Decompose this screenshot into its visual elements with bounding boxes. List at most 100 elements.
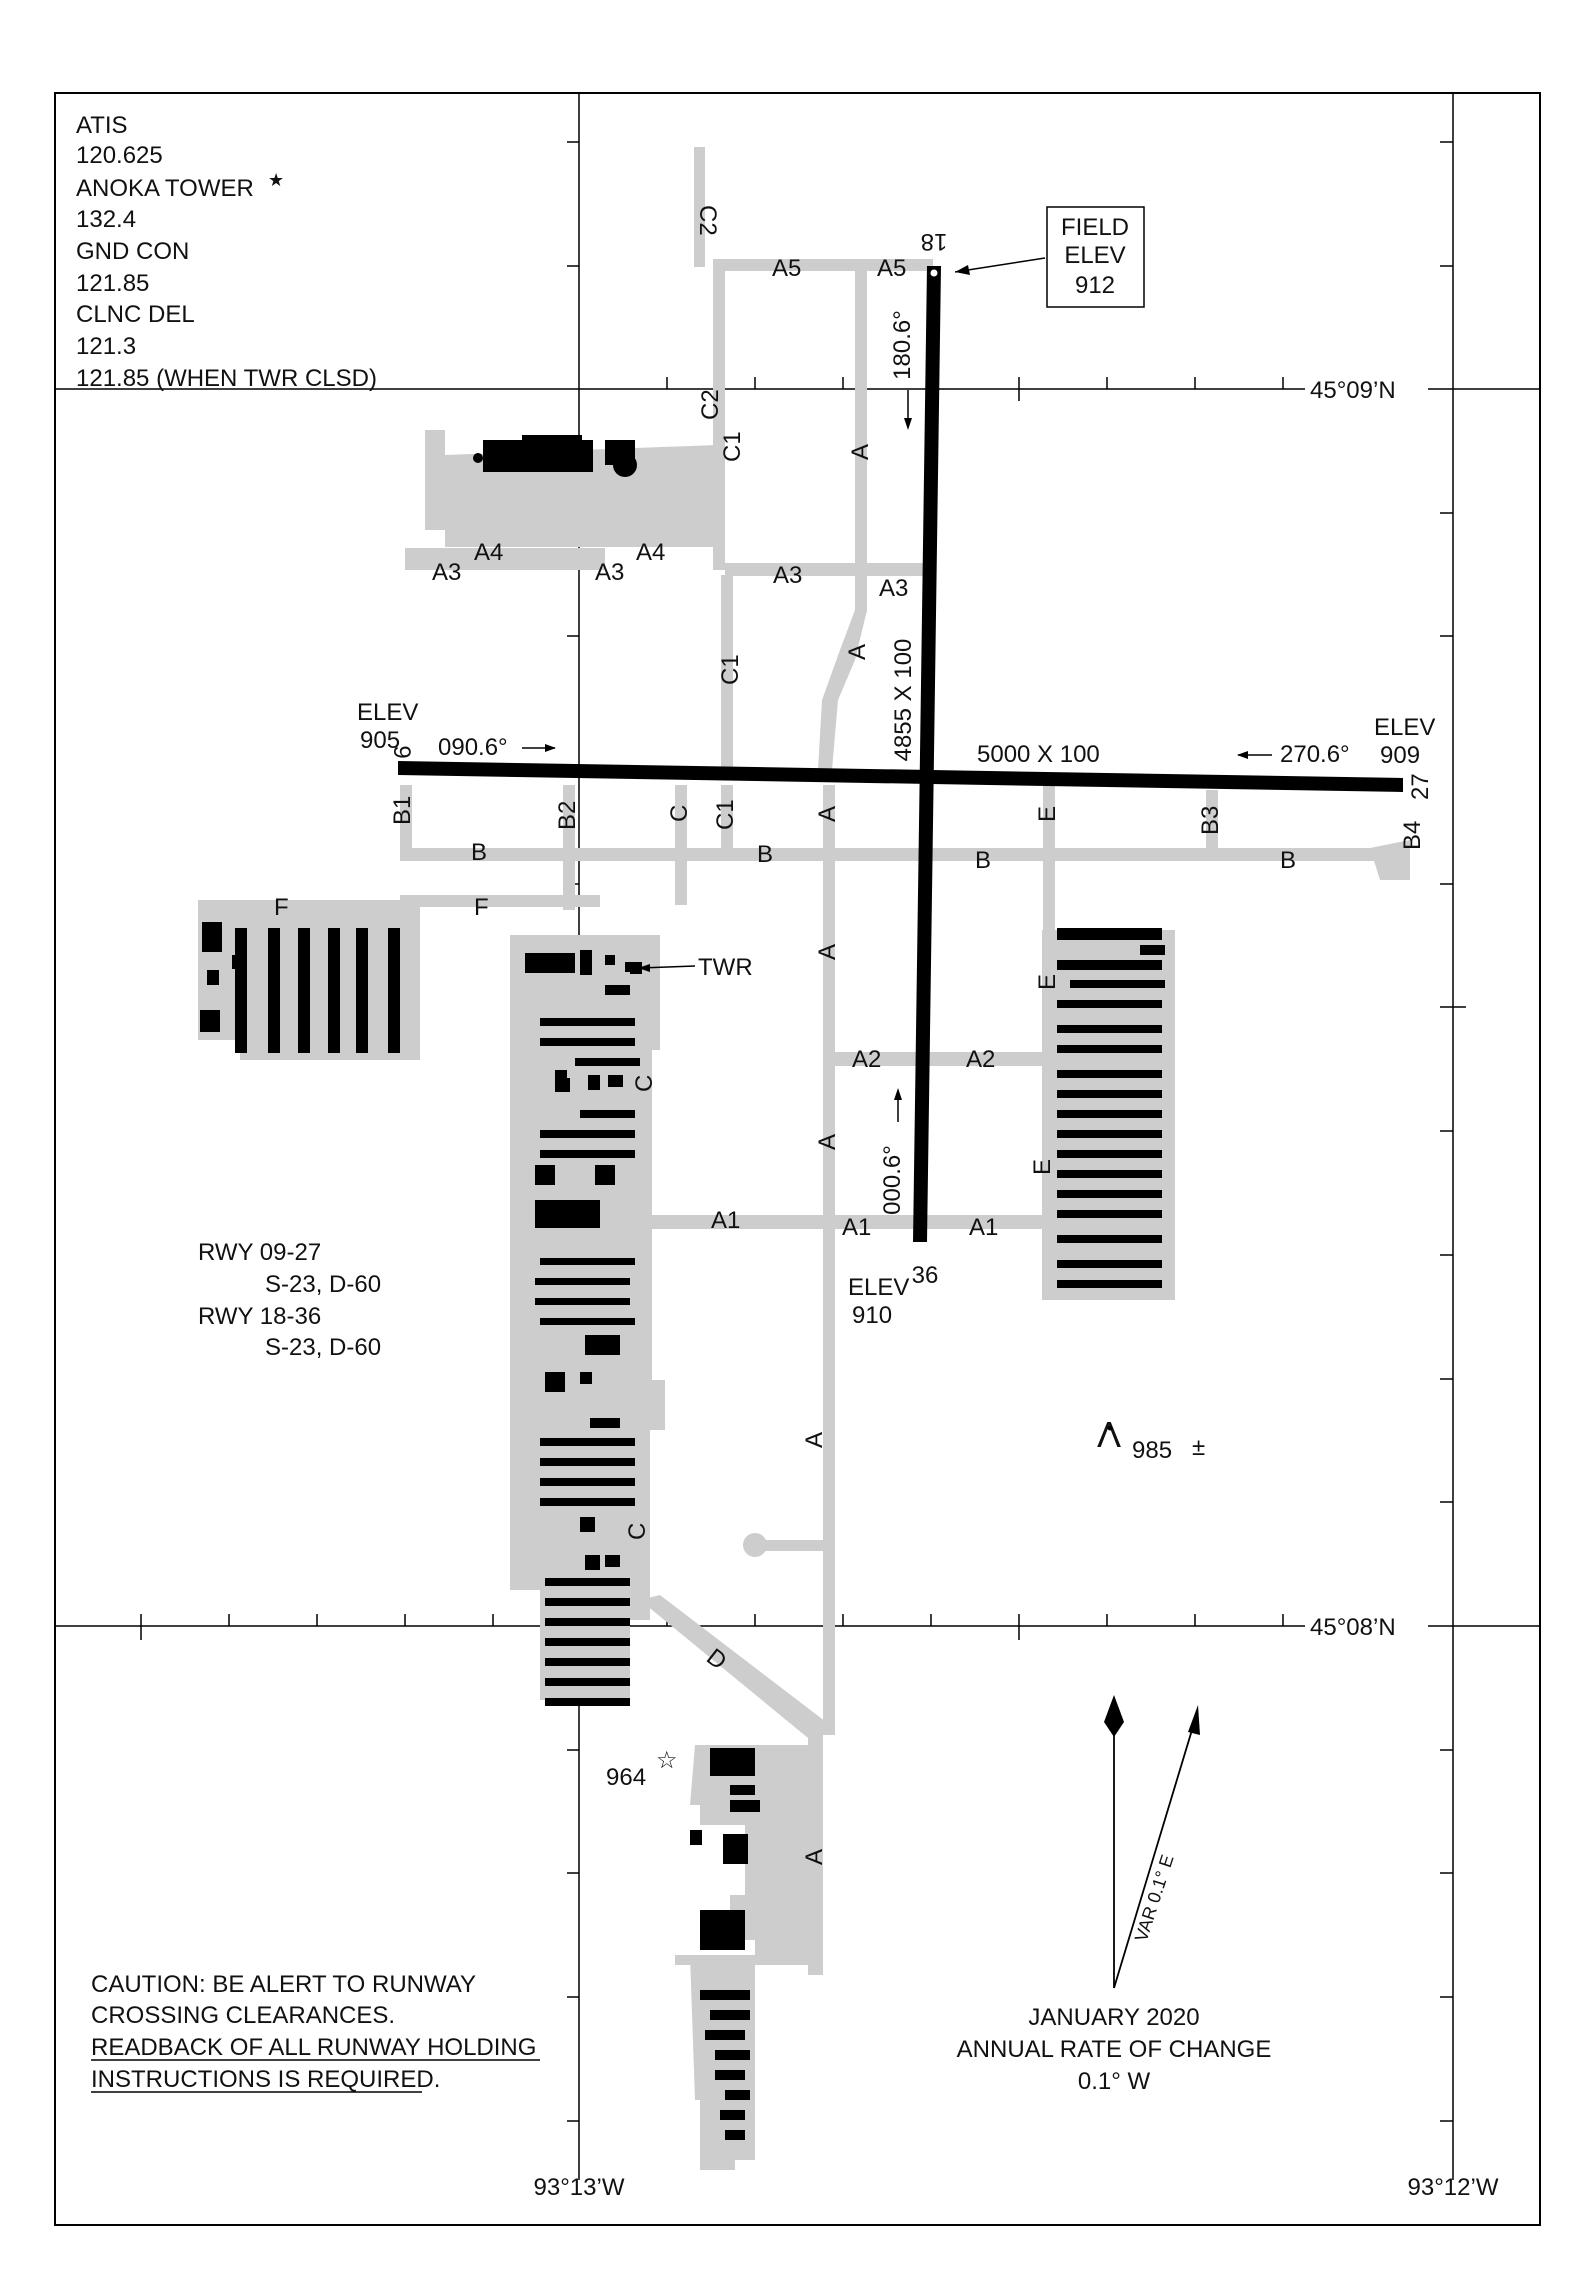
hdg-north: 180.6° [889, 310, 916, 380]
elev-east-label: ELEV [1374, 714, 1435, 741]
taxiway-e-north [1043, 785, 1055, 855]
runway-18-36 [913, 266, 941, 1242]
twy-a-far-south: A [801, 1432, 828, 1448]
chart-frame [54, 92, 1541, 2226]
twy-b1: B1 [389, 796, 416, 825]
hdg-east: 270.6° [1280, 741, 1350, 768]
taxiway-a1 [650, 1215, 1050, 1229]
twy-a2-west: A2 [852, 1046, 881, 1073]
buildings [200, 435, 1165, 2140]
twy-a4-mid: A4 [636, 539, 665, 566]
taxiway-c1 [721, 575, 733, 775]
comm-info: ATIS 120.625 ANOKA TOWER ★ 132.4 GND CON… [76, 112, 377, 392]
twy-a-b: A [814, 806, 841, 822]
taxiway-c1-south [721, 785, 733, 855]
apron-c [510, 935, 665, 1700]
elev-east-value: 909 [1380, 742, 1420, 769]
taxiway-d [640, 1595, 830, 1738]
magvar-info: JANUARY 2020 ANNUAL RATE OF CHANGE 0.1° … [957, 2004, 1272, 2095]
var-label: VAR 0.1° E [1131, 1852, 1178, 1944]
lon-left-label: 93°13’W [534, 2174, 625, 2201]
twy-a-apron-south: A [801, 1849, 828, 1865]
star-icon: ★ [268, 170, 284, 190]
twy-a3-east: A3 [773, 562, 802, 589]
taxiway-a4 [405, 548, 605, 570]
twy-b3: B3 [1197, 806, 1224, 835]
twy-a3-west: A3 [432, 559, 461, 586]
rwy-end-27: 27 [1407, 773, 1434, 800]
taxiway-a-cross [823, 785, 835, 855]
control-tower [625, 962, 635, 972]
north-arrow: VAR 0.1° E [1104, 1695, 1200, 1989]
twy-c2: C2 [697, 389, 724, 420]
twy-a-mid: A [814, 944, 841, 960]
field-elev-point [929, 268, 939, 278]
twy-b-east: B [975, 847, 991, 874]
strength-rwy1: RWY 09-27 [198, 1239, 321, 1266]
taxiways [198, 147, 1410, 2170]
twy-c1-mid: C1 [717, 654, 744, 685]
spot-star-icon: ☆ [656, 1747, 678, 1774]
field-elev-value: 912 [1075, 272, 1115, 299]
twy-a5: A5 [772, 255, 801, 282]
field-elev-box: FIELD ELEV 912 [954, 206, 1145, 308]
elev-south-label: ELEV [848, 1274, 909, 1301]
true-north-icon [1104, 1695, 1124, 1737]
field-elev-line2: ELEV [1064, 242, 1125, 269]
twy-b2: B2 [554, 801, 581, 830]
rwy-end-9: 9 [388, 745, 415, 758]
atis-freq: 120.625 [76, 142, 163, 169]
taxiway-a-north [855, 262, 867, 612]
twy-a3-rwy: A3 [879, 575, 908, 602]
taxiway-a3 [725, 563, 925, 576]
clnc-freq: 121.3 [76, 333, 136, 360]
twy-c1-b: C1 [712, 799, 739, 830]
taxiway-c-link [650, 1215, 660, 1229]
elev-west-value: 905 [360, 727, 400, 754]
caution-line2: CROSSING CLEARANCES. [91, 2002, 395, 2029]
twy-a5-east: A5 [877, 255, 906, 282]
twy-a-north: A [847, 444, 874, 460]
field-elev-line1: FIELD [1061, 214, 1129, 241]
twy-a-diag: A [844, 644, 871, 660]
magvar-date: JANUARY 2020 [1028, 2004, 1199, 2031]
clnc-label: CLNC DEL [76, 301, 195, 328]
twy-b-far-east: B [1280, 847, 1296, 874]
twy-a1-west: A1 [711, 1207, 740, 1234]
rwy-end-18: 18 [921, 228, 948, 255]
runway-09-27 [398, 761, 1403, 792]
magnetic-north-icon [1188, 1705, 1200, 1735]
obstacle-elev: 985 [1132, 1437, 1172, 1464]
lon-right-label: 93°12’W [1408, 2174, 1499, 2201]
caution-line1: CAUTION: BE ALERT TO RUNWAY [91, 1971, 476, 1998]
magvar-value: 0.1° W [1078, 2068, 1151, 2095]
strength-rwy2: RWY 18-36 [198, 1303, 321, 1330]
twy-b-mid: B [757, 841, 773, 868]
runway-strength: RWY 09-27 S-23, D-60 RWY 18-36 S-23, D-6… [198, 1239, 381, 1361]
magvar-line2: ANNUAL RATE OF CHANGE [957, 2036, 1272, 2063]
taxiway-a-south [823, 855, 835, 1735]
spot-elev: 964 [606, 1764, 646, 1791]
twy-b4: B4 [1399, 821, 1426, 850]
taxiway-c-mid [675, 785, 687, 905]
tower-freq: 132.4 [76, 206, 136, 233]
caution-line3: READBACK OF ALL RUNWAY HOLDING [91, 2034, 536, 2061]
taxiway-a-diagonal [818, 610, 867, 770]
lat-bottom-label: 45°08’N [1310, 1614, 1396, 1641]
clnc-alt: 121.85 (WHEN TWR CLSD) [76, 365, 377, 392]
taxiway-b1 [400, 785, 412, 855]
taxiway-labels: C2 A5 A5 C2 C1 A A4 A3 A3 A4 A3 A3 A C1 … [274, 205, 1426, 1865]
twy-a-south: A [814, 1134, 841, 1150]
twy-f: F [474, 894, 489, 921]
caution-note: CAUTION: BE ALERT TO RUNWAY CROSSING CLE… [91, 1971, 540, 2093]
twy-a3-mid: A3 [595, 559, 624, 586]
obstacle-icon: Λ [1097, 1414, 1121, 1455]
rwy-0927-dims: 5000 X 100 [977, 741, 1100, 768]
elev-west-label: ELEV [357, 699, 418, 726]
tower-label: ANOKA TOWER [76, 175, 254, 202]
elev-south-value: 910 [852, 1302, 892, 1329]
taxiway-b4-end [1370, 840, 1410, 880]
gnd-label: GND CON [76, 238, 189, 265]
taxiway-a2 [830, 1052, 1052, 1066]
taxiway-b2 [563, 785, 575, 910]
